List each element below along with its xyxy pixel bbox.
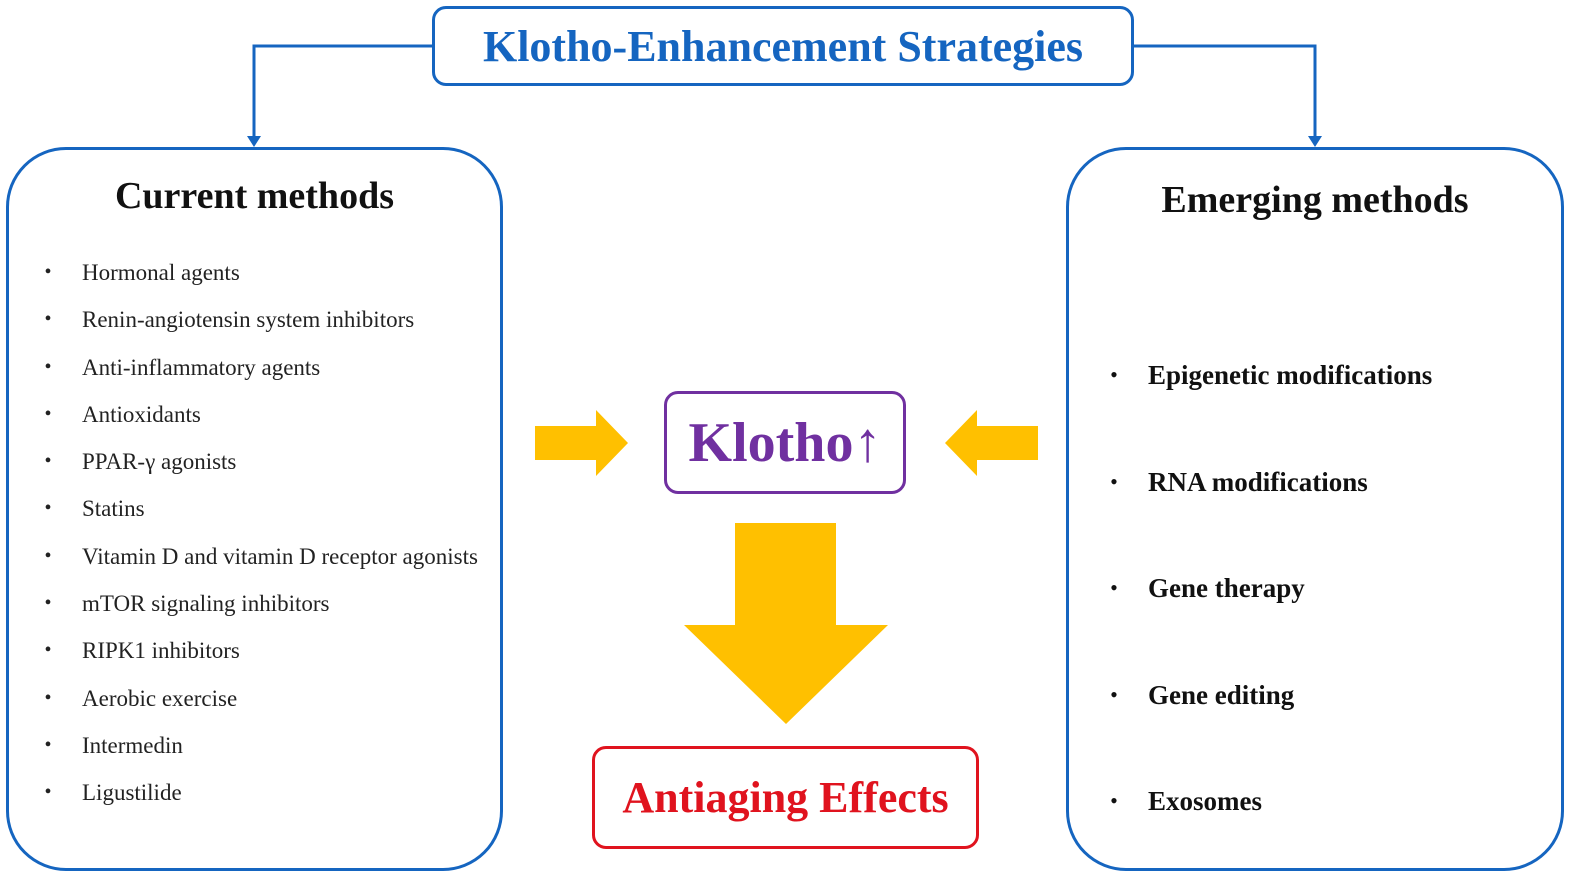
current-method-item: • mTOR signaling inhibitors [43,580,493,627]
emerging-method-item: • Epigenetic modifications [1109,358,1549,465]
antiaging-effects-label: Antiaging Effects [622,773,949,822]
emerging-method-item-text: RNA modifications [1148,466,1368,497]
current-methods-heading: Current methods [114,175,394,217]
title-box: Klotho-Enhancement Strategies [432,6,1134,86]
current-method-item: • Antioxidants [43,391,493,438]
bullet-icon: • [44,639,52,662]
bullet-icon: • [1110,362,1118,387]
current-method-item-text: Antioxidants [82,401,201,427]
current-method-item-text: Ligustilide [82,780,182,806]
bullet-icon: • [44,497,52,520]
klotho-box: Klotho↑ [664,391,906,494]
current-method-item: • Intermedin [43,722,493,769]
current-methods-arrowhead [247,136,261,147]
emerging-method-item-text: Epigenetic modifications [1148,360,1433,390]
emerging-method-item-text: Gene editing [1148,679,1295,710]
current-method-item-text: mTOR signaling inhibitors [82,591,330,617]
emerging-method-item: • Gene editing [1109,678,1549,785]
emerging-method-item: • Gene therapy [1109,571,1549,678]
bullet-icon: • [1110,468,1118,494]
current-method-item: • Hormonal agents [43,249,493,296]
klotho-label: Klotho↑ [688,411,882,474]
emerging-method-item: • Exosomes [1109,784,1549,891]
current-method-item-text: PPAR-γ agonists [82,449,237,475]
current-method-item-text: Aerobic exercise [82,685,238,711]
current-methods-panel: Current methods • Hormonal agents • Renin-a… [6,147,503,871]
bullet-icon: • [44,544,52,567]
current-method-item: • PPAR-γ agonists [43,438,493,485]
emerging-methods-list: • Epigenetic modifications • RNA modificati… [1109,358,1549,891]
antiaging-effects-box: Antiaging Effects [592,746,979,849]
emerging-method-item: • RNA modifications [1109,465,1549,572]
emerging-method-item-text: Exosomes [1148,786,1262,816]
bullet-icon: • [44,781,52,804]
current-method-item: • Vitamin D and vitamin D receptor agonis… [43,533,493,580]
current-method-item-text: Renin-angiotensin system inhibitors [82,307,415,333]
current-method-item-text: Statins [82,496,145,522]
bullet-icon: • [1110,788,1118,813]
bullet-icon: • [44,686,52,709]
current-method-item: • Anti-inflammatory agents [43,344,493,391]
emerging-methods-heading: Emerging methods [1161,179,1469,221]
current-to-klotho-arrow [535,410,628,476]
emerging-methods-arrowhead [1308,136,1322,147]
current-method-item: • RIPK1 inhibitors [43,627,493,674]
bullet-icon: • [1110,681,1118,707]
bullet-icon: • [44,592,52,615]
current-methods-list: • Hormonal agents • Renin-angiotensin syste… [43,249,493,817]
bullet-icon: • [1110,575,1118,600]
emerging-methods-panel: Emerging methods • Epigenetic modificatio… [1066,147,1564,871]
current-method-item: • Ligustilide [43,769,493,816]
bullet-icon: • [44,261,52,283]
current-method-item-text: Intermedin [82,732,183,758]
emerging-method-item-text: Gene therapy [1148,573,1305,603]
emerging-to-klotho-arrow [945,410,1038,476]
current-method-item: • Aerobic exercise [43,675,493,722]
bullet-icon: • [44,733,52,756]
current-method-item-text: Hormonal agents [82,260,240,285]
current-method-item: • Statins [43,485,493,532]
bullet-icon: • [44,355,52,378]
current-method-item-text: Vitamin D and vitamin D receptor agonist… [82,543,478,569]
bullet-icon: • [44,308,52,331]
title-to-emerging-connector [1134,44,1317,138]
klotho-to-effects-arrow [684,523,888,724]
bullet-icon: • [44,402,52,425]
current-method-item: • Renin-angiotensin system inhibitors [43,296,493,343]
current-method-item-text: RIPK1 inhibitors [82,638,240,664]
bullet-icon: • [44,450,52,473]
diagram-title: Klotho-Enhancement Strategies [482,21,1084,71]
title-to-current-connector [252,44,432,138]
current-method-item-text: Anti-inflammatory agents [82,354,321,380]
